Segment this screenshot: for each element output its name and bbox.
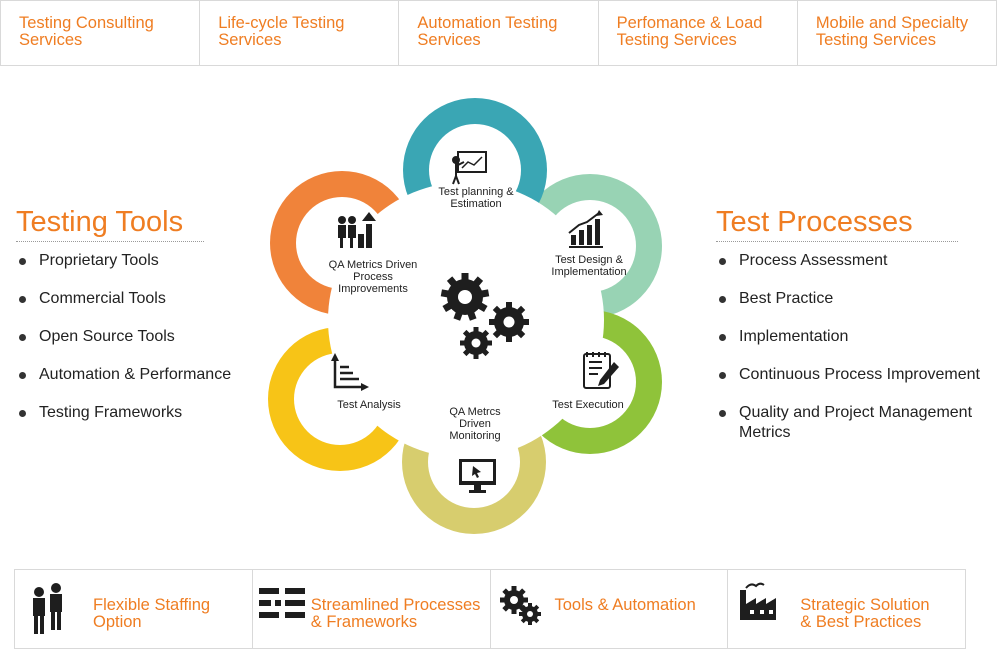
cycle-segment-label: Test Execution — [552, 399, 624, 411]
list-item: Automation & Performance — [17, 365, 257, 385]
factory-icon — [740, 582, 777, 620]
feature-streamlined-processes[interactable]: Streamlined Processes& Frameworks — [253, 570, 491, 648]
list-item: Continuous Process Improvement — [717, 365, 999, 385]
cycle-segment-label: Test Analysis — [337, 399, 401, 411]
cycle-segment-label: Test planning &Estimation — [438, 186, 514, 210]
title-divider — [16, 241, 204, 242]
title-divider — [716, 241, 958, 242]
monitor-cursor-icon — [459, 459, 496, 493]
list-item: Open Source Tools — [17, 327, 257, 347]
list-item: Quality and Project Management Metrics — [717, 403, 999, 443]
list-item: Commercial Tools — [17, 289, 257, 309]
tab-label: Mobile and Specialty — [815, 14, 969, 32]
list-item: Testing Frameworks — [17, 403, 257, 423]
feature-label: Tools & Automation — [554, 596, 696, 614]
list-item: Implementation — [717, 327, 999, 347]
tab-label: Perfomance & Load — [616, 14, 763, 32]
tab-label: Services — [218, 31, 282, 49]
list-item: Process Assessment — [717, 251, 999, 271]
people-growth-icon — [338, 212, 376, 248]
feature-tools-automation[interactable]: Tools & Automation — [491, 570, 729, 648]
testing-tools-title: Testing Tools — [16, 206, 184, 238]
feature-strategic-solution[interactable]: Strategic Solution& Best Practices — [728, 570, 965, 648]
growth-chart-icon — [568, 210, 603, 248]
cycle-center — [328, 182, 604, 458]
tab-label: Testing Services — [616, 31, 737, 49]
test-processes-list: Process Assessment Best Practice Impleme… — [717, 251, 999, 443]
tab-label: Life-cycle Testing — [218, 14, 345, 32]
feature-label: Streamlined Processes& Frameworks — [310, 596, 481, 631]
tab-label: Services — [19, 31, 83, 49]
people-icon — [33, 583, 62, 634]
gears-icon — [499, 586, 541, 625]
list-item: Best Practice — [717, 289, 999, 309]
feature-label: Strategic Solution& Best Practices — [800, 596, 930, 631]
tab-label: Automation Testing — [417, 14, 558, 32]
line-chart-icon — [331, 353, 369, 391]
tab-label: Testing Services — [815, 31, 936, 49]
gears-icon — [440, 273, 529, 359]
cycle-segment-label: Test Design &Implementation — [551, 254, 626, 278]
checklist-pencil-icon — [583, 352, 619, 389]
tab-label: Testing Consulting — [19, 14, 154, 32]
process-blocks-icon — [258, 588, 305, 618]
testing-tools-list: Proprietary Tools Commercial Tools Open … — [17, 251, 257, 423]
test-processes-title: Test Processes — [716, 206, 913, 238]
list-item: Proprietary Tools — [17, 251, 257, 271]
presentation-board-icon — [452, 151, 487, 185]
tab-label: Services — [417, 31, 481, 49]
